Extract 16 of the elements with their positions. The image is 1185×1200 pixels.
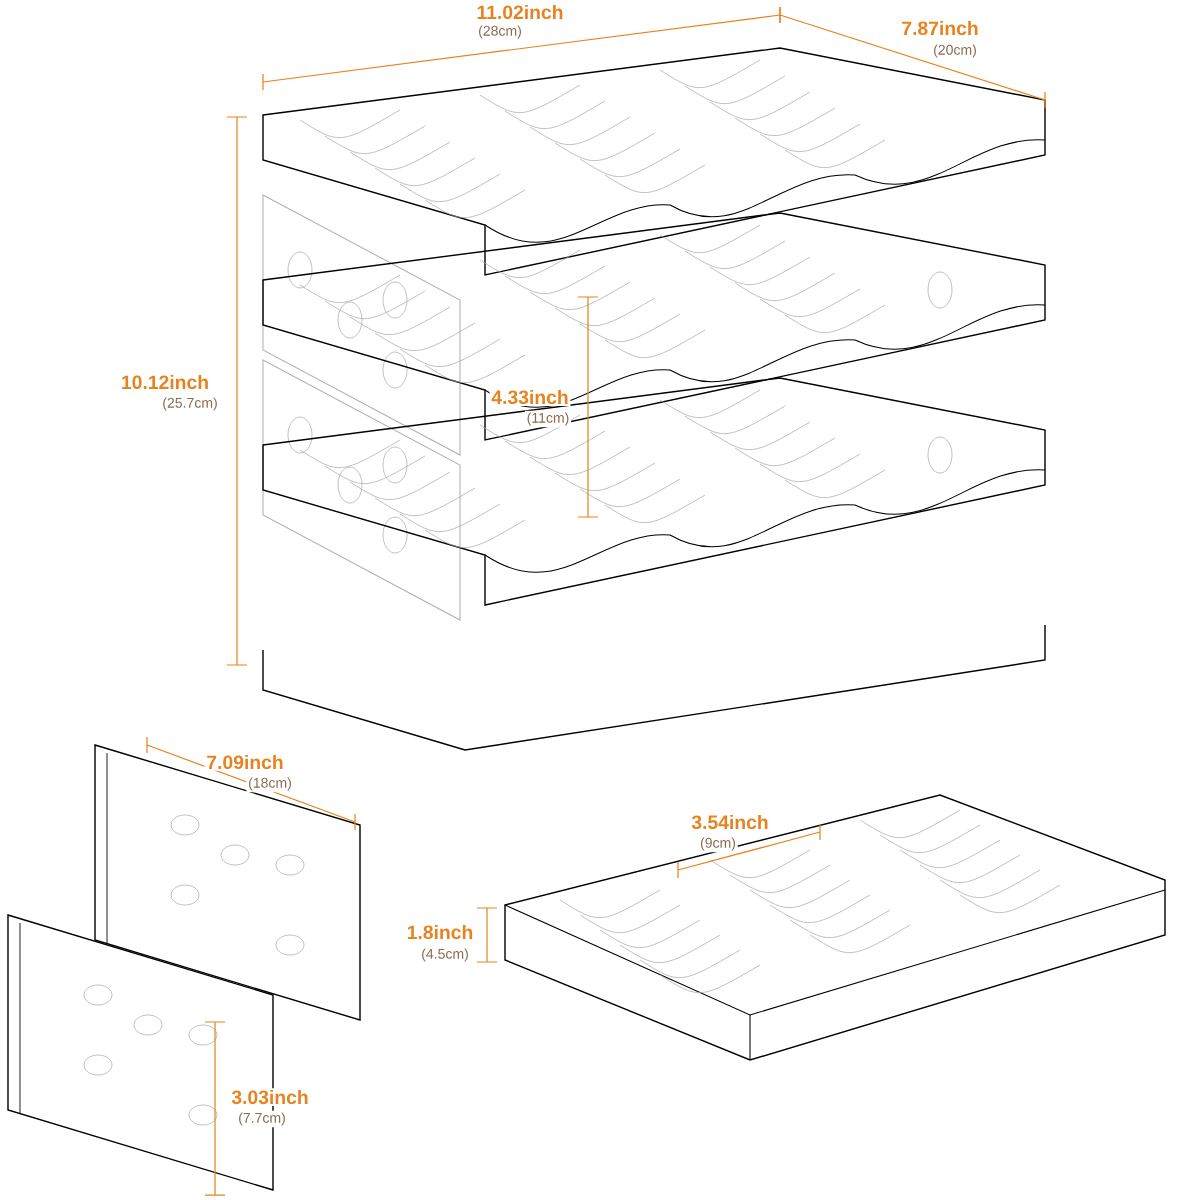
metric-value: (4.5cm) [419,946,471,964]
dimension-value: 7.09inch [204,753,286,771]
dimension-value: 3.54inch [689,813,771,831]
dimension-value: 4.33inch [489,388,571,406]
metric-value: (9cm) [698,835,738,853]
metric-value: (20cm) [931,42,979,60]
metric-value: (28cm) [476,23,524,41]
metric-value: (25.7cm) [160,395,220,413]
dimension-value: 10.12inch [119,373,211,391]
dimension-value: 1.8inch [404,923,476,941]
metric-value: (7.7cm) [236,1110,288,1128]
metric-value: (11cm) [524,410,572,428]
dimension-value: 7.87inch [899,19,981,37]
dimension-value: 3.03inch [229,1088,311,1106]
metric-value: (18cm) [246,775,294,793]
dimension-value: 11.02inch [474,3,566,21]
